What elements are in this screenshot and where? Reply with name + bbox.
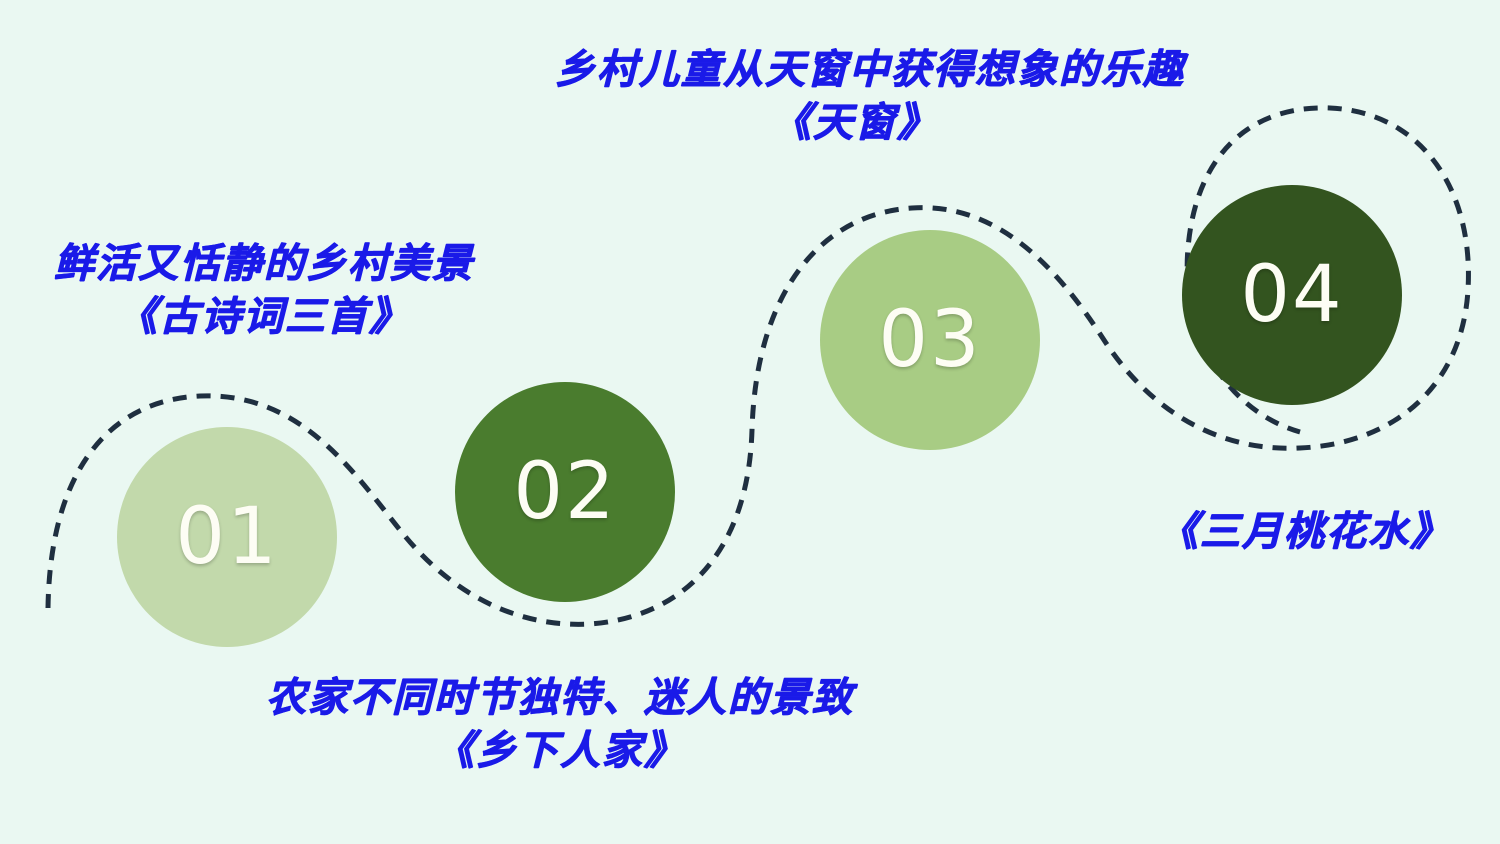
caption-summary-text: 乡村儿童从天窗中获得想象的乐趣	[555, 47, 1185, 93]
caption-01: 鲜活又恬静的乡村美景《古诗词三首》	[0, 238, 528, 344]
caption-02: 农家不同时节独特、迷人的景致《乡下人家》	[190, 672, 930, 778]
caption-03: 乡村儿童从天窗中获得想象的乐趣《天窗》	[555, 44, 1185, 150]
step-number-label: 03	[878, 295, 982, 385]
caption-title-text: 《乡下人家》	[434, 727, 686, 773]
step-circle-04[interactable]: 04	[1182, 185, 1402, 405]
step-number-label: 02	[513, 447, 617, 537]
step-number-label: 04	[1240, 250, 1344, 340]
step-circle-03[interactable]: 03	[820, 230, 1040, 450]
step-circle-02[interactable]: 02	[455, 382, 675, 602]
step-number-label: 01	[175, 492, 279, 582]
caption-title-text: 《古诗词三首》	[117, 293, 411, 339]
caption-04: 《三月桃花水》	[1140, 506, 1470, 559]
caption-summary-text: 农家不同时节独特、迷人的景致	[266, 675, 854, 721]
caption-title-text: 《天窗》	[771, 99, 939, 145]
caption-summary-text: 鲜活又恬静的乡村美景	[54, 241, 474, 287]
step-circle-01[interactable]: 01	[117, 427, 337, 647]
caption-summary-text: 《三月桃花水》	[1158, 509, 1452, 555]
connector-line	[45, 105, 1471, 627]
